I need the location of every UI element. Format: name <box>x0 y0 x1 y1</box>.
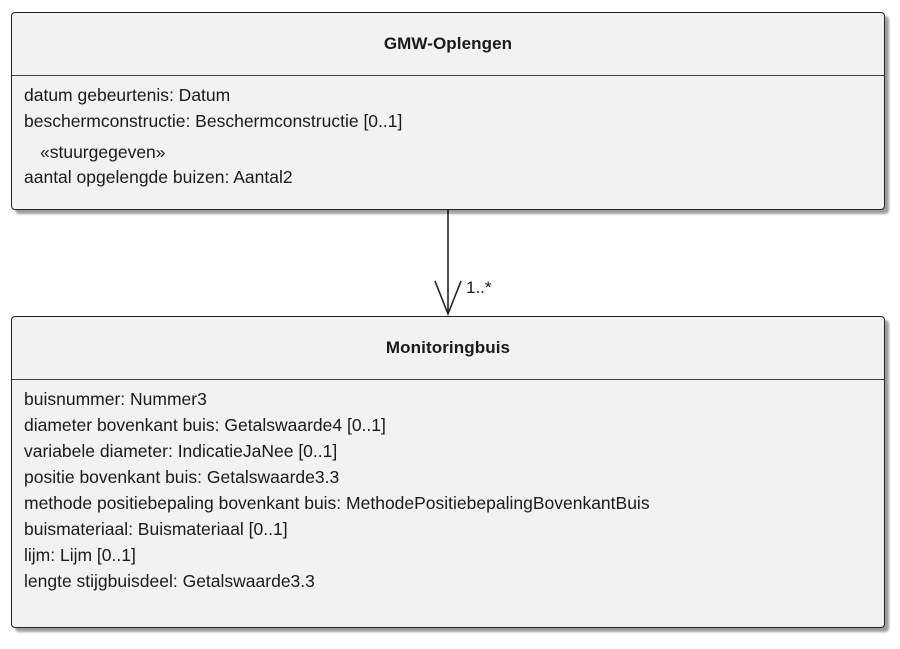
attribute: lijm: Lijm [0..1] <box>24 545 136 565</box>
attribute: diameter bovenkant buis: Getalswaarde4 [… <box>24 415 386 435</box>
attribute-compartment: datum gebeurtenis: Datum beschermconstru… <box>12 76 884 190</box>
stereotype-label: «stuurgegeven» <box>40 142 166 162</box>
class-name: GMW-Oplengen <box>12 13 884 76</box>
class-name: Monitoringbuis <box>12 317 884 380</box>
attribute: positie bovenkant buis: Getalswaarde3.3 <box>24 467 340 487</box>
association-multiplicity: 1..* <box>466 278 492 297</box>
attribute: buismateriaal: Buismateriaal [0..1] <box>24 519 288 539</box>
class-gmw-oplengen[interactable]: GMW-Oplengen datum gebeurtenis: Datum be… <box>11 12 885 210</box>
attribute-compartment: buisnummer: Nummer3 diameter bovenkant b… <box>12 380 884 594</box>
navigability-arrowhead-icon <box>434 280 462 317</box>
attribute: methode positiebepaling bovenkant buis: … <box>24 493 650 513</box>
class-monitoringbuis[interactable]: Monitoringbuis buisnummer: Nummer3 diame… <box>11 316 885 628</box>
attribute: aantal opgelengde buizen: Aantal2 <box>24 167 293 187</box>
attribute: variabele diameter: IndicatieJaNee [0..1… <box>24 441 338 461</box>
attribute: lengte stijgbuisdeel: Getalswaarde3.3 <box>24 571 315 591</box>
attribute: datum gebeurtenis: Datum <box>24 85 231 105</box>
attribute: beschermconstructie: Beschermconstructie… <box>24 111 403 131</box>
attribute: buisnummer: Nummer3 <box>24 389 207 409</box>
